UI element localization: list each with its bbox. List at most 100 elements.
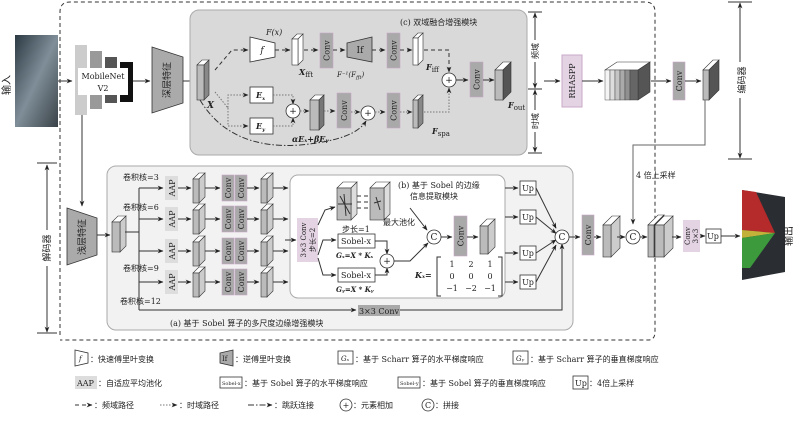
- branch-output-block: [260, 172, 274, 204]
- fiff-block: [412, 32, 424, 66]
- freq-path: [214, 47, 249, 71]
- branch-output-block: [260, 203, 274, 235]
- conv-label: Conv: [237, 177, 246, 198]
- edge-feature-map: [336, 181, 358, 221]
- legend-aap: ：自适应平均池化: [98, 378, 162, 388]
- up-block-2: Up: [505, 239, 557, 261]
- conv-label: Conv: [237, 240, 246, 261]
- module-a-title: (a) 基于 Sobel 算子的多尺度边缘增强模块: [170, 318, 323, 328]
- svg-text:Gₓ: Gₓ: [341, 355, 350, 363]
- pooled-block: [192, 203, 206, 235]
- fout-label: F: [507, 100, 515, 110]
- matrix-cell: 0: [468, 272, 473, 281]
- conv3x3-final: [683, 220, 700, 252]
- encoder-label-bg: [735, 62, 747, 98]
- conv3x3-label: 3×3 Conv: [359, 307, 400, 316]
- conv-label: Conv: [237, 271, 246, 292]
- mobilenet-label-1: MobileNet: [82, 72, 126, 81]
- matrix-brackets: [436, 256, 503, 297]
- aap-box: [165, 239, 178, 263]
- symbol: +: [364, 109, 372, 119]
- aap-box: [165, 207, 178, 231]
- output-label: 输出: [782, 226, 795, 246]
- kernel-label-9: 卷积核=9: [123, 263, 159, 273]
- inverse-fft-label: F⁻¹(F: [336, 71, 357, 79]
- up-label: Up: [522, 249, 534, 258]
- conv-freq-1: Conv: [319, 32, 334, 69]
- kx-label: Kₓ=: [414, 270, 432, 280]
- pooled-block: [192, 235, 206, 267]
- fft-block: [249, 36, 276, 63]
- skip-connection: [199, 99, 367, 146]
- input-label: 输入: [0, 75, 13, 95]
- up-label: Up: [522, 213, 534, 222]
- conv-label: Conv: [224, 271, 233, 292]
- legend-gy-icon: [512, 350, 529, 365]
- add-icon: +: [441, 72, 457, 88]
- kernel-label-12: 卷积核=12: [120, 296, 161, 306]
- conv-label: Conv: [340, 100, 349, 121]
- module-b-title-2: 信息提取模块: [410, 191, 458, 201]
- conv-final-size-label: 3×3: [692, 229, 700, 244]
- module-b-title-1: (b) 基于 Sobel 的边缘: [398, 180, 480, 190]
- aap-box: [165, 176, 178, 200]
- maxpool-feature-map: [369, 181, 391, 221]
- deep-feature-trapezoid: [151, 46, 184, 114]
- deep-feature-label: 深层特征: [161, 62, 173, 98]
- legend-gy: ：基于 Scharr 算子的垂直梯度响应: [530, 354, 659, 364]
- fspa-block: [412, 94, 424, 129]
- freq-domain-label: 频域: [530, 43, 540, 59]
- symbol: +: [289, 107, 297, 117]
- conv-decoder-1: Conv: [581, 214, 595, 256]
- svg-text:Fspa: Fspa: [431, 126, 450, 138]
- svg-text:Fiff: Fiff: [425, 62, 440, 74]
- svg-text:Sobel-y: Sobel-y: [400, 381, 419, 387]
- sobel-x-label: Sobel-x: [341, 237, 371, 246]
- branch-output-block: [260, 266, 274, 298]
- symbol: +: [383, 257, 391, 267]
- symbol: +: [445, 76, 453, 86]
- encoder-to-decoder-line: [630, 100, 706, 225]
- svg-text:C: C: [425, 401, 431, 410]
- matrix-cell: 1: [449, 260, 454, 269]
- conv-label: Conv: [390, 100, 399, 121]
- gy-equation: Gᵧ=X * Kᵧ: [336, 285, 375, 294]
- upsample-label: 4 倍上采样: [636, 170, 676, 180]
- conv-block: Conv: [221, 237, 235, 265]
- svg-text:Up: Up: [575, 379, 587, 388]
- concat-icon: C: [625, 229, 641, 245]
- encoder-region: [59, 1, 656, 341]
- input-image: [15, 35, 58, 127]
- legend-sobel-x-icon: [219, 376, 243, 389]
- legend-freq-path: ：频域路径: [94, 400, 134, 410]
- svg-text:F⁻¹(Ffft): F⁻¹(Ffft): [336, 71, 365, 81]
- symbol: C: [559, 233, 566, 243]
- conv-stride-label-2: 步长=2: [308, 228, 317, 252]
- legend-sobel-y: ：基于 Sobel 算子的垂直梯度响应: [422, 378, 546, 388]
- sobel-y-label: Sobel-x: [341, 271, 371, 280]
- conv-time-2: Conv: [386, 92, 401, 129]
- decoder-label: 解码器: [41, 234, 53, 261]
- xfft-label: X: [298, 67, 306, 77]
- conv-sobel: Conv: [453, 215, 468, 257]
- legend-sobel-y-icon: [397, 376, 421, 389]
- matrix-cell: −2: [465, 284, 477, 293]
- conv-label: Conv: [237, 208, 246, 229]
- up-block-3: Up: [505, 244, 557, 290]
- fx-label: F(x): [265, 28, 282, 37]
- sobel-output-block: [479, 218, 496, 255]
- conv-label: Conv: [473, 69, 482, 90]
- up-final-label: Up: [707, 232, 719, 241]
- ifft-block: [346, 36, 373, 63]
- conv3x3-box: [358, 305, 400, 316]
- kernel-label-6: 卷积核=6: [123, 202, 159, 212]
- conv-block: Conv: [221, 205, 235, 233]
- add-icon: +: [379, 253, 395, 269]
- conv-label: Conv: [390, 40, 399, 61]
- legend-gx: ：基于 Scharr 算子的水平梯度响应: [355, 354, 484, 364]
- up-block-1: Up: [505, 209, 557, 234]
- conv-block: Conv: [234, 237, 248, 265]
- decoder-label-bg: [41, 230, 53, 266]
- conv-label: Conv: [224, 240, 233, 261]
